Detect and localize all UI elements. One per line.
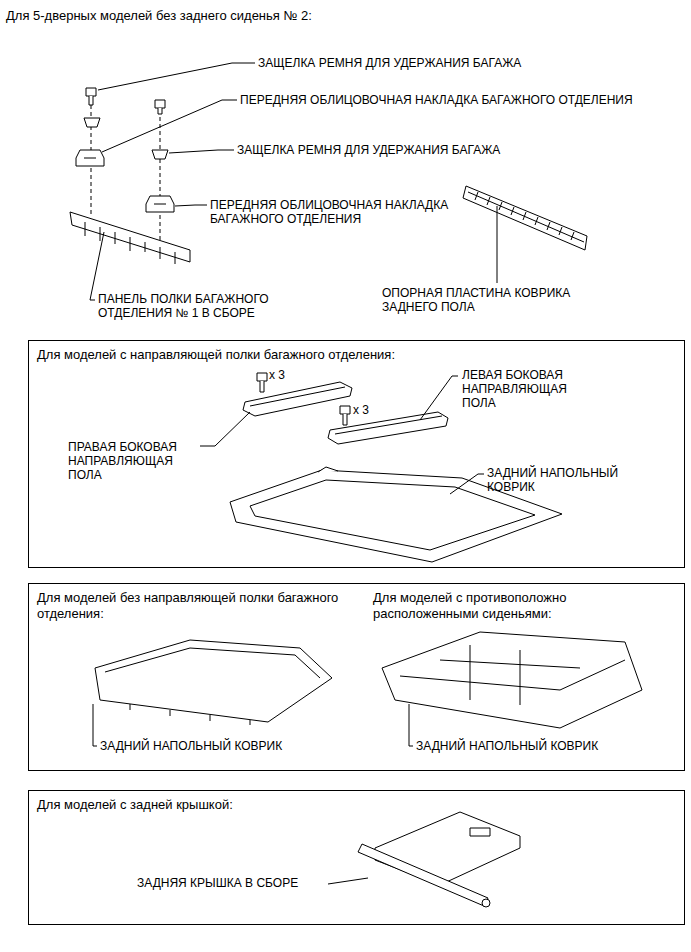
- support-plate-hatch: [468, 192, 584, 242]
- bolt-head: [340, 406, 350, 414]
- floor-mat-tab: [318, 467, 338, 472]
- part-name-label: ПРАВАЯ БОКОВАЯ НАПРАВЛЯЮЩАЯ ПОЛА: [68, 440, 196, 482]
- leader-line: [200, 412, 250, 446]
- leader-line: [90, 232, 104, 300]
- leader-line: [169, 150, 234, 153]
- tonneau-cover-roll: [358, 844, 488, 906]
- leader-line: [450, 474, 484, 494]
- part-name-label: ПАНЕЛЬ ПОЛКИ БАГАЖНОГО ОТДЕЛЕНИЯ № 1 В С…: [98, 292, 288, 320]
- floor-side-rail-detail: [250, 387, 345, 406]
- leader-line: [102, 100, 237, 152]
- tonneau-cover-cap: [482, 899, 490, 907]
- front-garnish-detail: [84, 158, 96, 159]
- bolt-shaft: [89, 96, 93, 105]
- leader-line: [175, 205, 207, 206]
- tonneau-cover-panel: [375, 812, 520, 885]
- part-name-label: ЗАДНИЙ НАПОЛЬНЫЙ КОВРИК: [416, 739, 598, 753]
- leader-line: [497, 206, 498, 283]
- panel-heading: Для моделей без направляющей полки багаж…: [37, 590, 347, 622]
- part-name-label: ЗАЩЕЛКА РЕМНЯ ДЛЯ УДЕРЖАНИЯ БАГАЖА: [258, 56, 521, 70]
- assembly-dash-line: [160, 110, 161, 244]
- panel-heading: Для моделей с задней крышкой:: [37, 797, 657, 813]
- part-name-label: ЗАЩЕЛКА РЕМНЯ ДЛЯ УДЕРЖАНИЯ БАГАЖА: [237, 143, 500, 157]
- floor-side-rail: [328, 412, 448, 444]
- floor-mat: [382, 632, 642, 728]
- floor-side-rail: [243, 382, 352, 416]
- strap-latch: [152, 150, 168, 159]
- part-name-label: ЗАДНИЙ НАПОЛЬНЫЙ КОВРИК: [100, 739, 282, 753]
- option-panel: Для моделей с задней крышкой:: [28, 790, 685, 925]
- panel-heading: Для моделей с противоположно расположенн…: [373, 590, 663, 622]
- leader-line: [93, 704, 97, 746]
- leader-line: [98, 63, 255, 90]
- bolt-shaft: [343, 414, 347, 425]
- tonneau-cover-handle: [470, 828, 490, 836]
- leader-line: [328, 878, 368, 884]
- part-name-label: ОПОРНАЯ ПЛАСТИНА КОВРИКА ЗАДНЕГО ПОЛА: [382, 286, 602, 314]
- part-name-label: ЛЕВАЯ БОКОВАЯ НАПРАВЛЯЮЩАЯ ПОЛА: [462, 368, 590, 410]
- diagram-title: Для 5-дверных моделей без заднего сидень…: [6, 8, 312, 24]
- front-garnish-detail: [154, 204, 166, 205]
- support-plate: [463, 186, 587, 250]
- part-name-label: ЗАДНЯЯ КРЫШКА В СБОРЕ: [137, 876, 298, 890]
- front-garnish: [76, 150, 104, 166]
- quantity-label: x 3: [269, 368, 285, 382]
- strap-latch: [84, 118, 100, 127]
- quantity-label: x 3: [353, 403, 369, 417]
- bolt-shaft: [260, 381, 264, 392]
- floor-side-rail-detail: [335, 416, 442, 434]
- floor-mat-detail: [400, 645, 625, 705]
- leader-line: [420, 376, 458, 420]
- front-garnish: [146, 196, 174, 212]
- panel-heading: Для моделей с направляющей полки багажно…: [37, 347, 657, 363]
- bolt-head: [86, 88, 96, 96]
- leader-line: [409, 704, 413, 746]
- part-name-label: ЗАДНИЙ НАПОЛЬНЫЙ КОВРИК: [487, 466, 637, 494]
- part-name-label: ПЕРЕДНЯЯ ОБЛИЦОВОЧНАЯ НАКЛАДКА БАГАЖНОГО…: [240, 93, 633, 107]
- bolt-head: [155, 100, 165, 108]
- bolt-shaft: [158, 108, 162, 114]
- part-name-label: ПЕРЕДНЯЯ ОБЛИЦОВОЧНАЯ НАКЛАДКА БАГАЖНОГО…: [210, 198, 450, 226]
- bolt-head: [257, 373, 267, 381]
- floor-mat-detail: [105, 648, 320, 725]
